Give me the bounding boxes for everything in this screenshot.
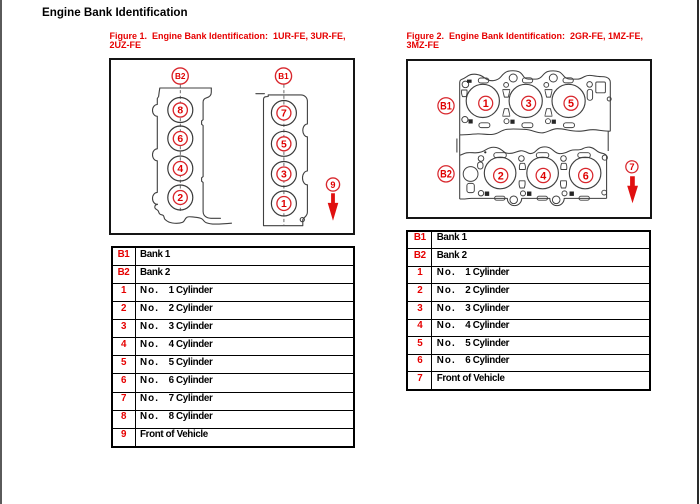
svg-text:4: 4 bbox=[177, 164, 183, 175]
svg-text:6: 6 bbox=[177, 134, 183, 145]
svg-text:4: 4 bbox=[540, 170, 546, 182]
svg-text:5: 5 bbox=[281, 140, 287, 151]
svg-text:8: 8 bbox=[177, 106, 183, 117]
svg-text:3: 3 bbox=[526, 98, 532, 110]
svg-text:1: 1 bbox=[281, 199, 287, 210]
svg-text:7: 7 bbox=[629, 162, 634, 172]
svg-text:B2: B2 bbox=[175, 72, 186, 81]
svg-text:6: 6 bbox=[583, 170, 589, 182]
svg-text:2: 2 bbox=[498, 170, 504, 182]
svg-text:B1: B1 bbox=[278, 72, 289, 81]
svg-text:3: 3 bbox=[281, 170, 287, 181]
svg-text:5: 5 bbox=[568, 98, 574, 110]
svg-text:B1: B1 bbox=[440, 101, 452, 113]
svg-text:1: 1 bbox=[483, 98, 489, 110]
svg-text:7: 7 bbox=[281, 109, 287, 120]
svg-text:B2: B2 bbox=[440, 169, 452, 181]
svg-text:2: 2 bbox=[177, 193, 183, 204]
svg-text:9: 9 bbox=[330, 180, 335, 190]
